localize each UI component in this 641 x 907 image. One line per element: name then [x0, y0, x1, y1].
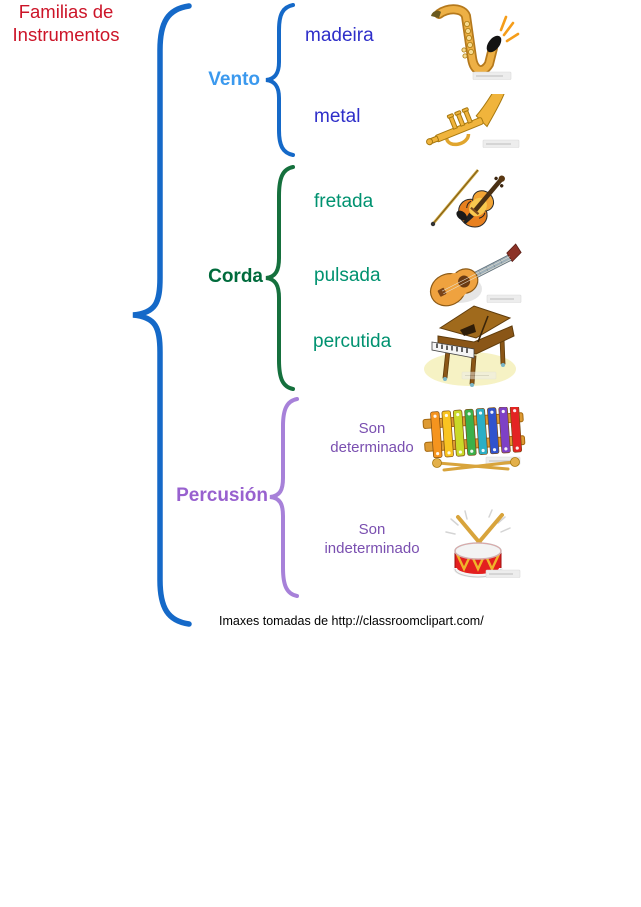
family-label-percusion: Percusión	[176, 485, 268, 506]
sax-keys	[461, 20, 475, 59]
root-label: Familias de Instrumentos	[0, 0, 132, 46]
guitar-image	[429, 243, 522, 307]
main-brace	[132, 3, 192, 627]
saxophone-image	[431, 4, 520, 80]
subtype-label-fretada: fretada	[314, 191, 374, 212]
violin-image	[430, 169, 505, 228]
trumpet-image	[426, 94, 520, 148]
watermark	[486, 294, 522, 303]
subtype-label-percutida: percutida	[313, 331, 392, 352]
subtype-label-pulsada: pulsada	[314, 265, 381, 286]
watermark	[485, 569, 521, 578]
sax-mouthpiece	[431, 10, 441, 18]
drum-image	[445, 509, 521, 578]
piano-image	[424, 305, 516, 387]
xylophone-image	[422, 407, 526, 472]
watermark	[472, 71, 512, 80]
family-label-corda: Corda	[208, 266, 263, 287]
percusion-brace	[269, 397, 299, 598]
family-label-vento: Vento	[208, 69, 260, 90]
vento-brace	[265, 3, 295, 157]
root-label-line1: Familias de	[18, 1, 114, 22]
subtype-label-metal: metal	[314, 106, 361, 127]
son-indet-line1: Son	[358, 521, 386, 538]
watermark	[482, 139, 520, 148]
subtype-label-son-determinado: Son determinado	[316, 420, 428, 457]
image-credit-caption: Imaxes tomadas de http://classroomclipar…	[219, 614, 484, 628]
mallets	[432, 457, 520, 472]
son-indet-line2: indeterminado	[324, 539, 420, 557]
burst-lines	[445, 509, 511, 535]
corda-brace	[265, 165, 295, 391]
subtype-label-madeira: madeira	[305, 25, 374, 46]
son-det-line1: Son	[358, 420, 386, 437]
watermark	[461, 371, 497, 380]
root-label-line2: Instrumentos	[12, 24, 120, 45]
sound-rays	[499, 15, 520, 43]
son-det-line2: determinado	[330, 438, 414, 456]
subtype-label-son-indeterminado: Son indeterminado	[308, 521, 436, 558]
